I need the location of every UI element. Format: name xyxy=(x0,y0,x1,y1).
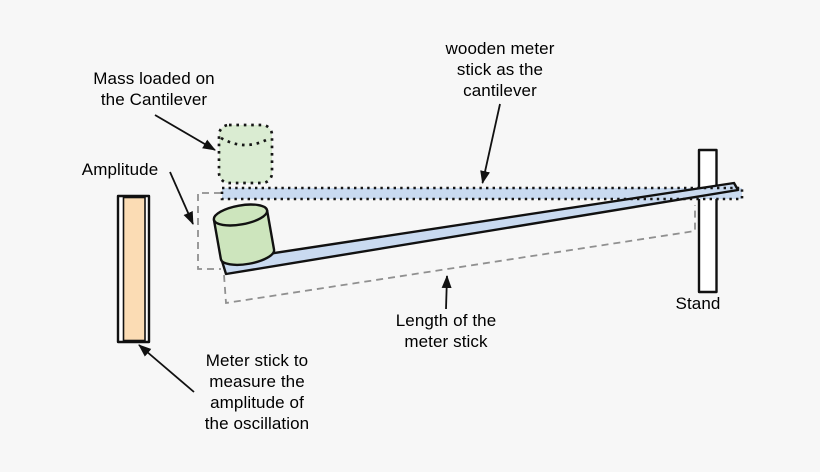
meter-stick-rest-position-fill xyxy=(222,188,742,199)
amplitude-label: Amplitude xyxy=(81,160,159,179)
meter-stick-rest-position-outline xyxy=(220,186,744,201)
mass-label-arrow xyxy=(154,114,216,151)
cantilever-label-arrow xyxy=(480,103,501,184)
amplitude-label-arrow xyxy=(169,171,194,225)
stand-shape xyxy=(697,148,718,294)
length-label-arrow xyxy=(441,275,452,310)
mass-raised-top-edge xyxy=(220,136,271,147)
mass-raised-position xyxy=(217,123,274,185)
amplitude-guide-dashes xyxy=(197,192,221,270)
length-label: Length of the meter stick xyxy=(395,311,497,351)
meter-stick-cantilever xyxy=(220,181,740,276)
amplitude-meter-stick-face xyxy=(122,196,146,342)
amplitude-stick-label: Meter stick to measure the amplitude of … xyxy=(204,351,310,433)
mass-cylinder-top xyxy=(212,203,269,227)
meter-stick-label-arrow xyxy=(138,344,195,393)
mass-label: Mass loaded on the Cantilever xyxy=(93,69,215,109)
length-guide-dashes xyxy=(223,205,696,305)
cantilever-label: wooden meter stick as the cantilever xyxy=(445,39,555,100)
mass-on-cantilever xyxy=(212,203,276,267)
stand-label: Stand xyxy=(675,294,721,313)
